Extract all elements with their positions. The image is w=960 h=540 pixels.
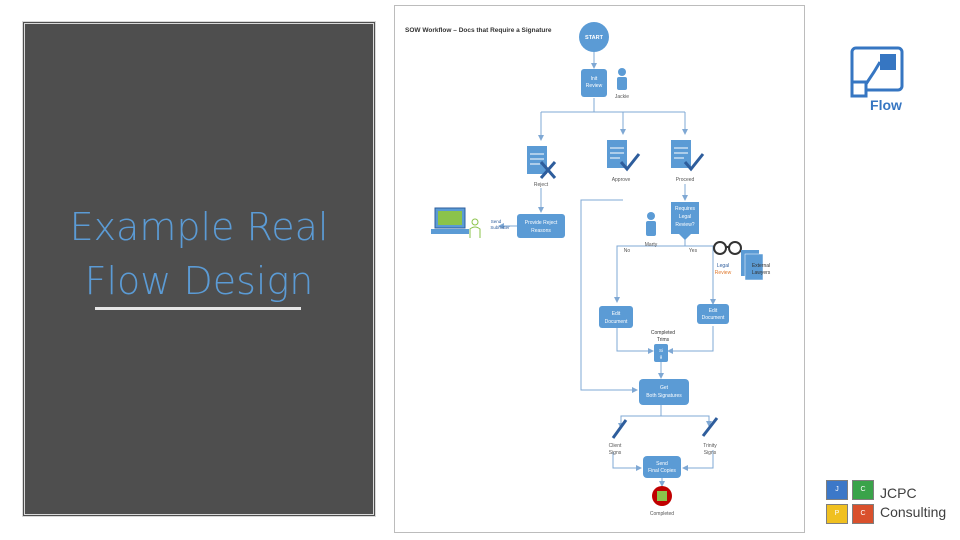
edit-right-label-2: Document <box>702 315 725 321</box>
pen-icon <box>611 419 628 439</box>
document-proceed-icon <box>671 140 705 172</box>
send-label-1: Send <box>656 461 668 467</box>
slide-title-line1: Example Real <box>69 205 329 249</box>
requires-legal-decision <box>671 202 699 240</box>
workflow-diagram: SOW Workflow – Docs that Require a Signa… <box>394 5 805 533</box>
marty-label: Marty <box>645 242 658 248</box>
proceed-label: Proceed <box>676 177 695 183</box>
merge-label-2: g <box>660 354 663 359</box>
flow-logo-label: Flow <box>870 97 902 113</box>
document-stack-icon <box>741 250 764 281</box>
logo-tile-j: J <box>826 480 848 500</box>
send-label-2: Final Copies <box>648 468 676 474</box>
diagram-title: SOW Workflow – Docs that Require a Signa… <box>405 27 552 34</box>
no-label: No <box>624 248 631 254</box>
computer-icon <box>431 207 469 234</box>
company-logo: J C P C JCPC Consulting <box>822 478 960 528</box>
logo-tile-c2: C <box>852 504 874 524</box>
end-node-inner <box>657 491 667 501</box>
client-label-1: Client <box>609 443 622 449</box>
slide-title: Example Real Flow Design <box>25 200 373 308</box>
person-icon <box>646 212 656 236</box>
connector <box>580 199 638 393</box>
initial-review-node <box>581 69 607 97</box>
connectors <box>498 52 716 487</box>
submitter-label-2: Submitter <box>490 225 510 230</box>
trinity-label-1: Trinity <box>703 443 717 449</box>
requires-legal-label-1: Requires <box>675 206 696 212</box>
submitter-label-1: Send <box>491 219 502 224</box>
completed-trims-label-2: Trims <box>657 337 670 343</box>
get-sigs-label-1: Get <box>660 385 669 391</box>
edit-left-label-2: Document <box>605 319 628 325</box>
company-name: JCPC Consulting <box>880 484 946 522</box>
title-underline <box>95 307 301 310</box>
connector <box>667 326 714 354</box>
slide-title-line2: Flow Design <box>84 259 314 303</box>
merge-node <box>654 344 668 362</box>
approve-label: Approve <box>612 177 631 183</box>
initial-review-label-2: Review <box>586 83 603 89</box>
document-approve-icon <box>607 140 641 172</box>
workflow-svg: SOW Workflow – Docs that Require a Signa… <box>405 22 771 517</box>
yes-label: Yes <box>689 248 698 254</box>
legal-label-2: Review <box>715 270 732 276</box>
logo-tile-c1: C <box>852 480 874 500</box>
pen-icon <box>701 417 719 437</box>
get-sigs-label-2: Both Signatures <box>646 393 682 399</box>
connector <box>618 404 662 429</box>
jackie-label: Jackie <box>615 94 629 100</box>
requires-legal-label-3: Review? <box>675 222 694 228</box>
external-label-2: Lawyers <box>752 270 771 276</box>
connector <box>682 450 714 471</box>
connector <box>616 328 654 354</box>
initial-review-label-1: Init <box>591 76 598 82</box>
edit-right-label-1: Edit <box>709 308 718 314</box>
company-name-line1: JCPC <box>880 485 917 501</box>
merge-label-1: Si <box>659 348 663 353</box>
glasses-icon <box>713 241 742 255</box>
connector <box>661 415 712 427</box>
edit-left-label-1: Edit <box>612 311 621 317</box>
start-node <box>579 22 609 52</box>
requires-legal-label-2: Legal <box>679 214 691 220</box>
company-name-line2: Consulting <box>880 504 947 520</box>
logo-tile-p: P <box>826 504 848 524</box>
reject-label: Reject <box>534 182 549 188</box>
connector <box>685 245 716 305</box>
edit-document-right-node <box>697 304 729 324</box>
completed-label: Completed <box>650 511 674 517</box>
external-label-1: External <box>752 263 770 269</box>
provide-reject-label-2: Reasons <box>531 228 551 234</box>
start-label: START <box>585 35 604 41</box>
get-signatures-node <box>639 379 689 405</box>
trinity-label-2: Signs <box>704 450 717 456</box>
connector <box>612 452 642 471</box>
person-icon <box>617 68 627 90</box>
legal-label-1: Legal <box>717 263 729 269</box>
document-reject-icon <box>527 146 557 179</box>
title-panel: Example Real Flow Design <box>22 21 376 517</box>
person-outline-icon <box>469 218 481 238</box>
client-label-2: Signs <box>609 450 622 456</box>
flow-logo-icon <box>850 46 904 98</box>
send-final-node <box>643 456 681 478</box>
connector <box>614 238 686 303</box>
edit-document-left-node <box>599 306 633 328</box>
completed-trims-label-1: Completed <box>651 330 675 336</box>
provide-reject-node <box>517 214 565 238</box>
provide-reject-label-1: Provide Reject <box>525 220 558 226</box>
